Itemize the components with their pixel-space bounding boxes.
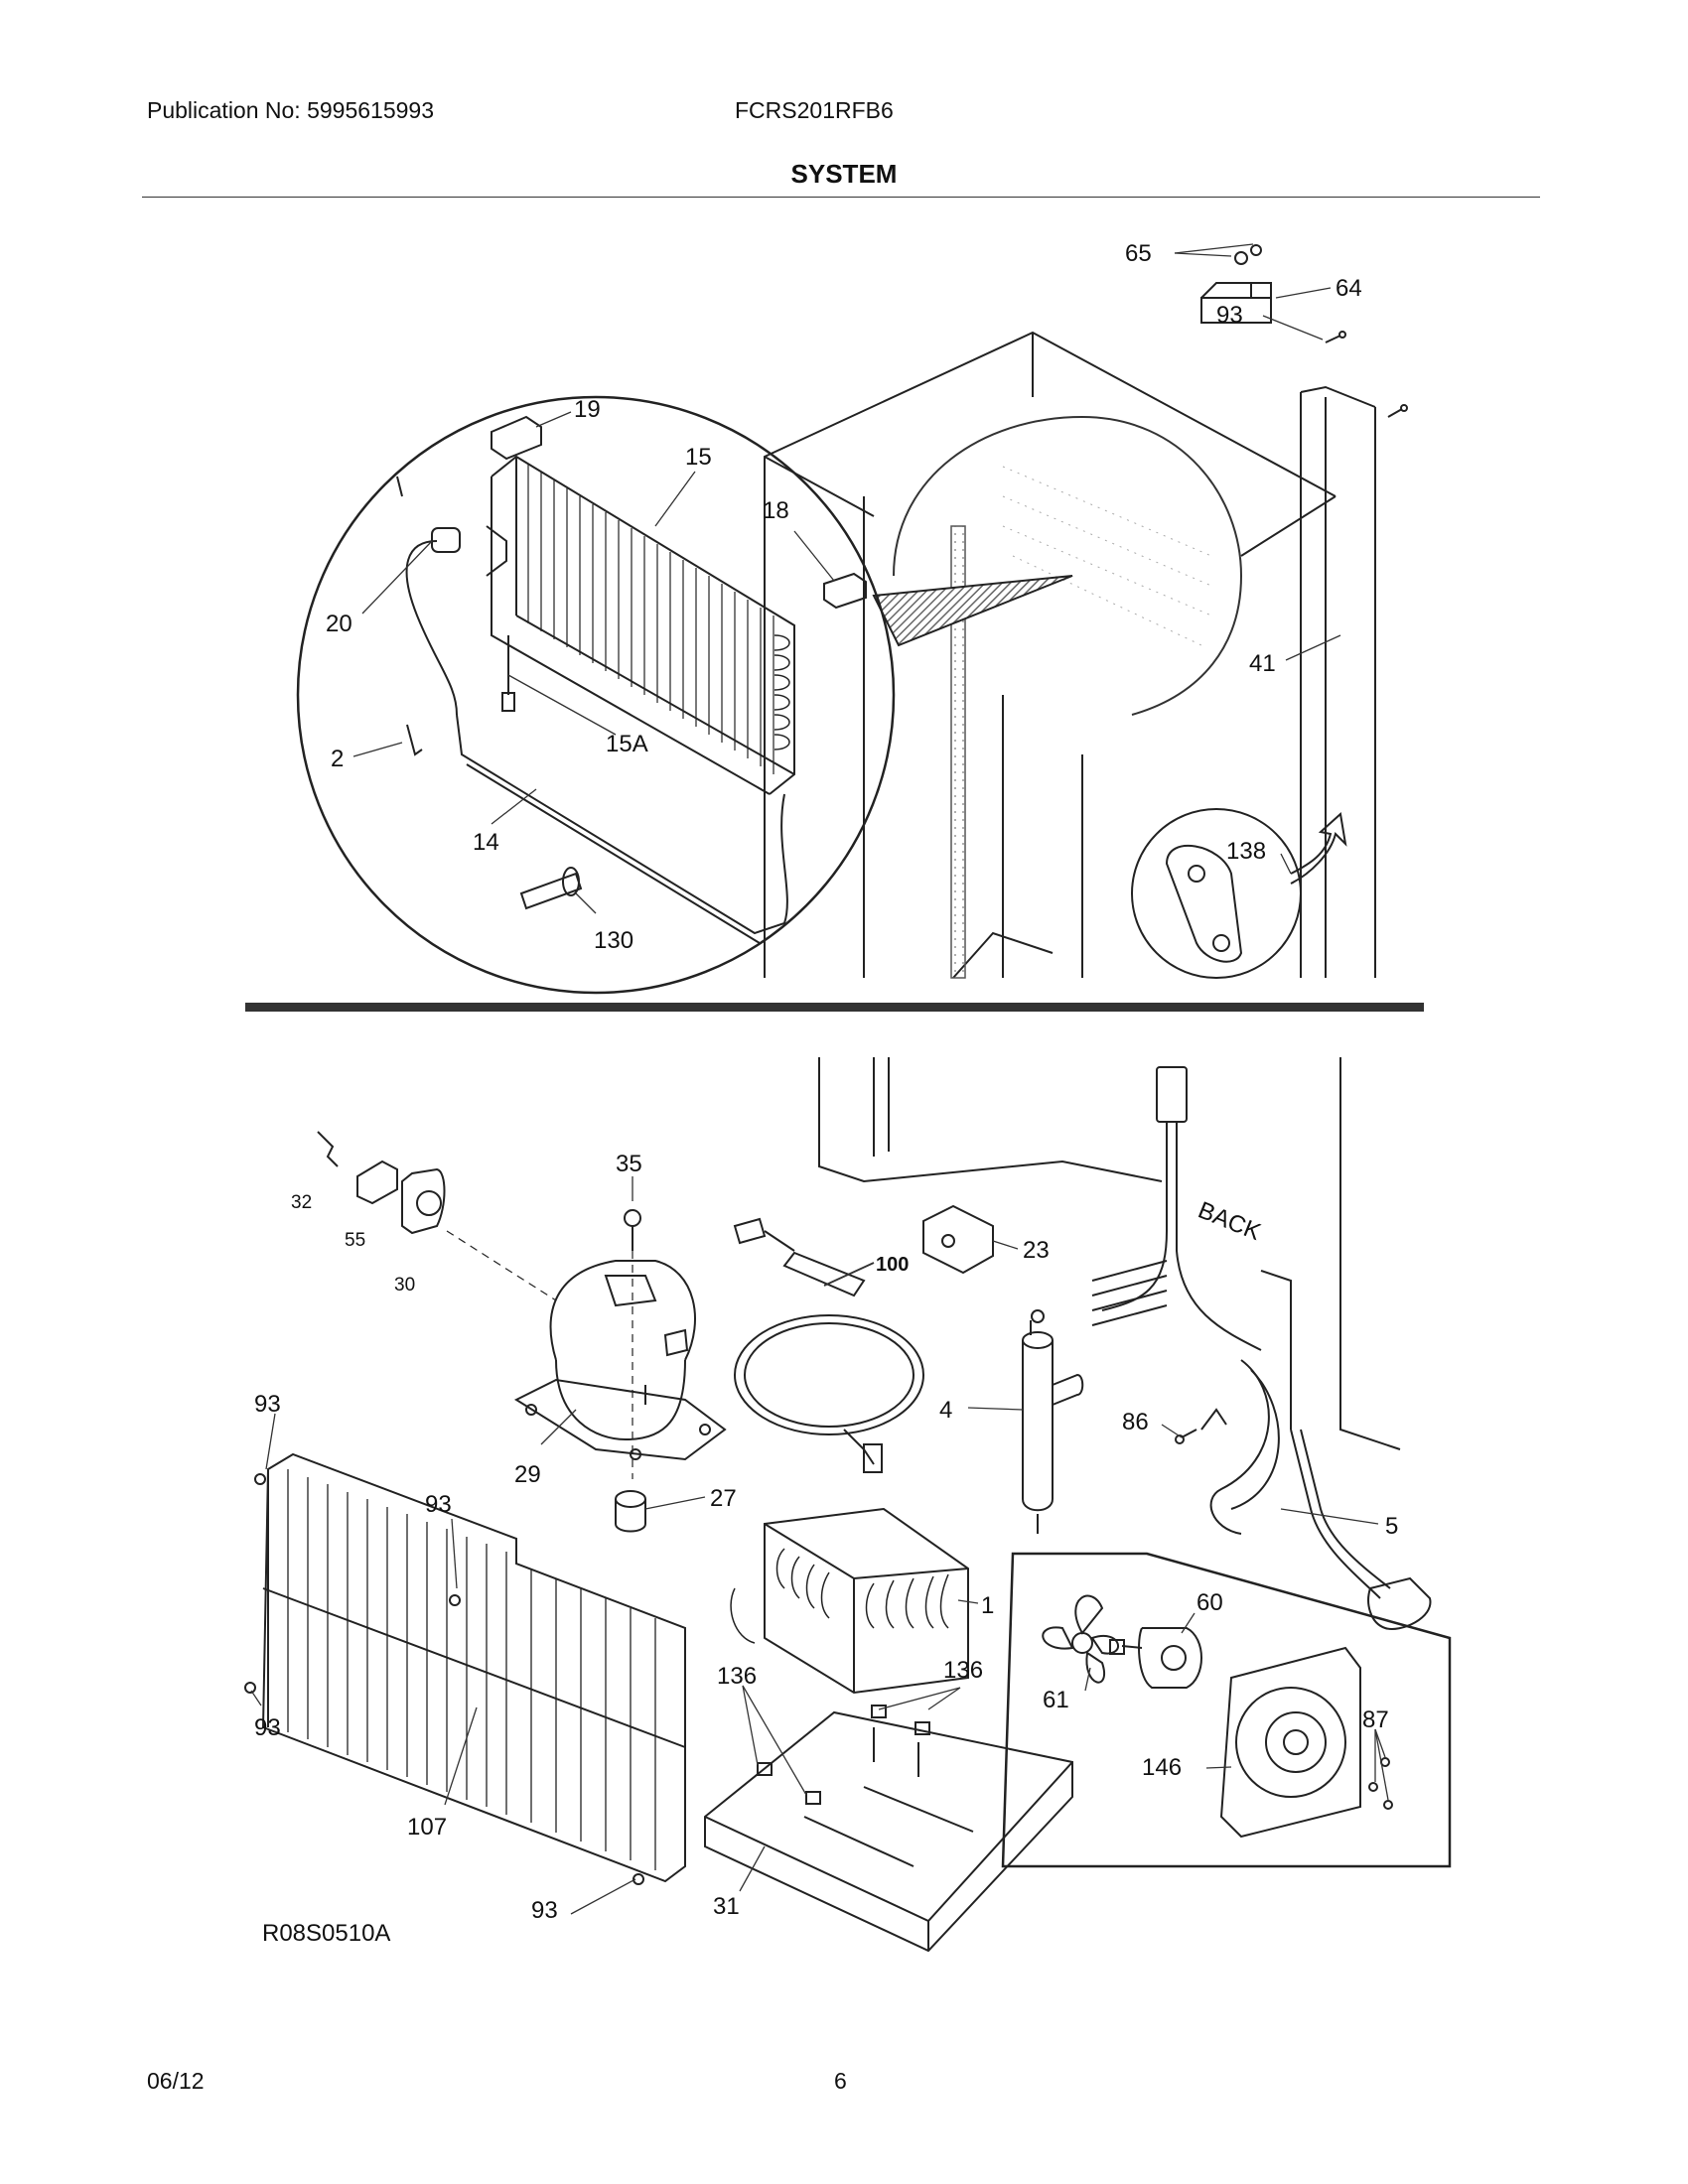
callout-15: 15 bbox=[685, 444, 712, 471]
defrost-timer bbox=[922, 1204, 994, 1275]
back-label: BACK bbox=[1195, 1197, 1265, 1247]
callout-65: 65 bbox=[1125, 240, 1152, 267]
fan-shroud bbox=[1219, 1646, 1361, 1839]
wire-clip bbox=[406, 724, 423, 756]
temperature-sensor bbox=[486, 525, 515, 712]
callout-29: 29 bbox=[514, 1461, 541, 1488]
bracket bbox=[1200, 244, 1272, 324]
section-divider bbox=[245, 1003, 1424, 1012]
spacers bbox=[757, 1705, 930, 1805]
callout-55: 55 bbox=[345, 1230, 365, 1251]
callout-15a: 15A bbox=[606, 731, 648, 757]
grille-slats bbox=[287, 1469, 656, 1870]
callout-2: 2 bbox=[331, 746, 344, 772]
callout-32: 32 bbox=[291, 1192, 312, 1213]
coil-fins bbox=[527, 465, 774, 774]
evaporator-recess bbox=[893, 415, 1243, 716]
callout-100: 100 bbox=[876, 1254, 909, 1276]
mounting-clips bbox=[491, 415, 867, 610]
header-rule bbox=[142, 197, 1540, 198]
callout-41: 41 bbox=[1249, 650, 1276, 677]
screws-93-top bbox=[1325, 331, 1408, 418]
footer-date: 06/12 bbox=[147, 2068, 205, 2094]
diagram-code: R08S0510A bbox=[262, 1920, 390, 1947]
recess-dots bbox=[1002, 466, 1212, 646]
ground-screw bbox=[1175, 1408, 1227, 1444]
callout-14: 14 bbox=[473, 829, 499, 856]
relay-leader bbox=[446, 1230, 557, 1301]
zoom-wedge bbox=[872, 575, 1073, 647]
starter-relay bbox=[317, 1131, 446, 1235]
drain-tube bbox=[519, 867, 583, 910]
leader-lines bbox=[250, 243, 1389, 1915]
callout-20: 20 bbox=[326, 611, 352, 637]
callout-86: 86 bbox=[1122, 1409, 1149, 1435]
callout-64: 64 bbox=[1336, 275, 1362, 302]
callout-136-left: 136 bbox=[717, 1663, 757, 1690]
callout-60: 60 bbox=[1196, 1589, 1223, 1616]
section-title: SYSTEM bbox=[790, 159, 898, 189]
callout-93-left-bottom: 93 bbox=[254, 1714, 281, 1741]
callout-1: 1 bbox=[981, 1592, 994, 1619]
toe-grille bbox=[261, 1452, 686, 1883]
fan-motor bbox=[1109, 1627, 1202, 1689]
bottom-condenser-coil bbox=[764, 1507, 969, 1695]
callout-87: 87 bbox=[1362, 1706, 1389, 1733]
wiring-bundle bbox=[1091, 1066, 1432, 1630]
zoom-circle bbox=[296, 395, 896, 995]
callout-35: 35 bbox=[616, 1151, 642, 1177]
fan-assembly-box bbox=[1001, 1552, 1452, 1868]
callout-93-top: 93 bbox=[1216, 302, 1243, 329]
shroud-screws bbox=[1368, 1757, 1393, 1810]
rear-panel bbox=[1300, 385, 1376, 978]
filter-drier bbox=[1022, 1309, 1084, 1534]
fan-blade bbox=[1042, 1594, 1119, 1684]
callout-130: 130 bbox=[594, 927, 633, 954]
cabinet-outline bbox=[764, 331, 1336, 979]
callout-61: 61 bbox=[1043, 1687, 1069, 1713]
callout-5: 5 bbox=[1385, 1513, 1398, 1540]
callout-23: 23 bbox=[1023, 1237, 1050, 1264]
callout-107: 107 bbox=[407, 1814, 447, 1841]
base-pan bbox=[704, 1710, 1073, 1953]
grille-screws bbox=[244, 1473, 644, 1885]
page-number: 6 bbox=[834, 2068, 847, 2094]
bottom-coil-tubes bbox=[730, 1548, 949, 1644]
callout-138: 138 bbox=[1226, 838, 1266, 865]
callout-19: 19 bbox=[574, 396, 601, 423]
compressor bbox=[513, 1260, 727, 1461]
callout-30: 30 bbox=[394, 1275, 415, 1296]
power-cord bbox=[733, 1217, 924, 1473]
publication-number: Publication No: 5995615993 bbox=[147, 97, 435, 123]
callout-146: 146 bbox=[1142, 1754, 1182, 1781]
fastener-detail-circle bbox=[1131, 808, 1347, 979]
mounting-screw-35 bbox=[624, 1209, 641, 1479]
wire-harness bbox=[396, 476, 788, 944]
callout-18: 18 bbox=[763, 497, 789, 524]
callout-93-grille: 93 bbox=[425, 1491, 452, 1518]
callout-93-bottom: 93 bbox=[531, 1897, 558, 1924]
callout-4: 4 bbox=[939, 1397, 952, 1424]
callout-93-left-top: 93 bbox=[254, 1391, 281, 1418]
callout-136-right: 136 bbox=[943, 1657, 983, 1684]
callout-27: 27 bbox=[710, 1485, 737, 1512]
cabinet-bottom-outline bbox=[818, 1057, 1401, 1450]
callout-31: 31 bbox=[713, 1893, 740, 1920]
coil-return-bends bbox=[774, 634, 790, 751]
model-number: FCRS201RFB6 bbox=[735, 97, 894, 123]
grommet bbox=[615, 1490, 646, 1533]
